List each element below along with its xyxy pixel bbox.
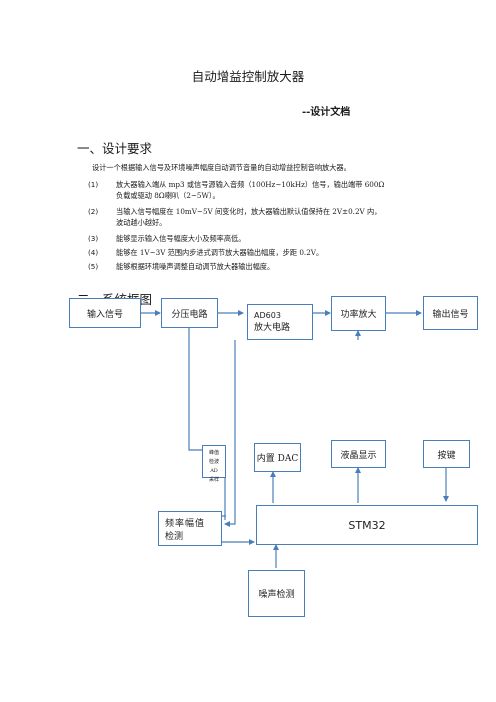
block-peak-detect-ad: 峰值 检波 AD 采样 bbox=[202, 445, 226, 483]
block-freq-amplitude-detect: 频率幅值 检测 bbox=[158, 511, 222, 546]
requirement-text: 能够显示输入信号幅度大小及频率高低。 bbox=[116, 234, 246, 243]
requirement-text: 能够在 1V~3V 范围内步进式调节放大器输出幅度，步距 0.2V。 bbox=[116, 248, 324, 257]
requirement-text-cont: 负载或驱动 8Ω喇叭（2~5W）。 bbox=[116, 191, 220, 200]
small-label: 检波 bbox=[208, 459, 219, 465]
block-ad603-amplifier: AD603 放大电路 bbox=[247, 304, 313, 340]
amplifier-label: 放大电路 bbox=[254, 323, 291, 333]
block-internal-dac: 内置 DAC bbox=[254, 443, 301, 472]
requirement-text-cont: 波动越小越好。 bbox=[116, 218, 167, 227]
small-label: 峰值 bbox=[208, 450, 219, 456]
block-output-signal: 输出信号 bbox=[423, 296, 478, 330]
block-noise-detect: 噪声检测 bbox=[248, 570, 305, 617]
requirement-text: 放大器输入端从 mp3 或信号源输入音频（100Hz~10kHz）信号，输出端带… bbox=[116, 180, 385, 189]
requirement-number: (5) bbox=[88, 262, 99, 271]
block-divider-circuit: 分压电路 bbox=[161, 298, 218, 328]
block-input-signal: 输入信号 bbox=[69, 298, 141, 328]
requirement-text: 当输入信号幅度在 10mV~5V 间变化时，放大器输出默认值保持在 2V±0.2… bbox=[116, 207, 382, 216]
block-power-amplifier: 功率放大 bbox=[331, 296, 386, 331]
doc-subtitle: --设计文档 bbox=[302, 107, 351, 118]
line-divider-to-detect bbox=[188, 328, 226, 520]
requirement-number: (1) bbox=[88, 180, 99, 189]
ad603-label: AD603 bbox=[254, 311, 281, 320]
block-stm32: STM32 bbox=[256, 505, 478, 545]
block-lcd-display: 液晶显示 bbox=[331, 440, 386, 468]
requirement-text: 能够根据环境噪声调整自动调节放大器输出幅度。 bbox=[116, 262, 275, 271]
requirement-number: (2) bbox=[88, 207, 99, 216]
requirement-number: (3) bbox=[88, 234, 99, 243]
freq-label: 频率幅值 bbox=[165, 518, 206, 529]
doc-title: 自动增益控制放大器 bbox=[191, 69, 305, 84]
section-heading-requirements: 一、设计要求 bbox=[77, 141, 153, 156]
small-label: 采样 bbox=[208, 477, 219, 483]
requirements-intro: 设计一个根据输入信号及环境噪声幅度自动调节音量的自动增益控制音响放大器。 bbox=[92, 163, 351, 172]
small-label: AD bbox=[210, 468, 218, 474]
detect-label: 检测 bbox=[165, 531, 184, 542]
dac-label: 内置 DAC bbox=[256, 454, 299, 464]
arrow-to-freq-detect bbox=[224, 340, 236, 527]
requirement-number: (4) bbox=[88, 248, 99, 257]
block-keys: 按键 bbox=[423, 440, 470, 468]
